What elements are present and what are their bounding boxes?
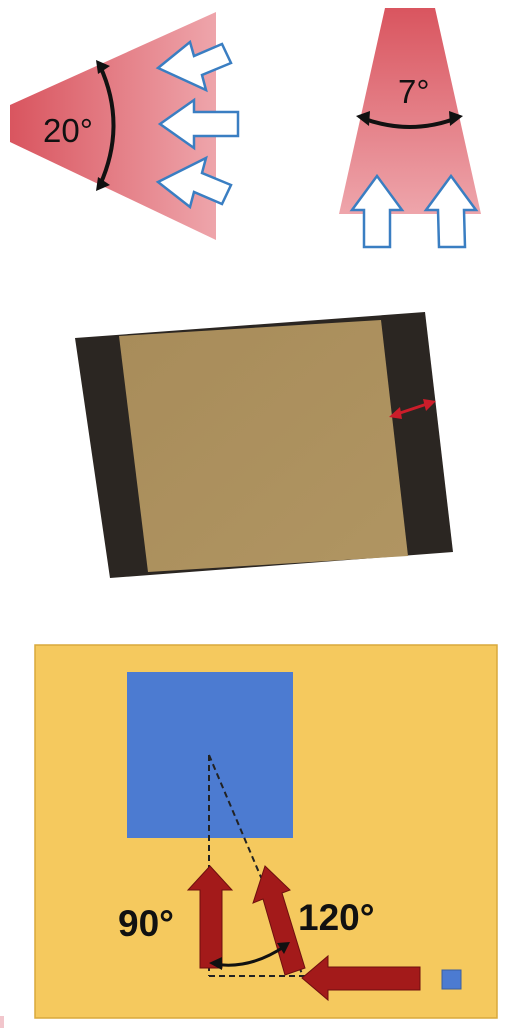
right-fan-angle-arc (361, 116, 458, 129)
outline-arrow-left-1 (155, 39, 233, 93)
outline-arrow-left-2 (157, 97, 240, 151)
board-angle-label-right: 120° (298, 897, 375, 938)
thickness-arrowhead-left (389, 407, 402, 419)
panel-diagram (75, 312, 453, 578)
outline-arrow-up-2 (423, 173, 479, 249)
left-fan-angle-arc (98, 65, 116, 186)
board-angle-label-left: 90° (118, 903, 174, 944)
outline-arrow-left-3 (155, 155, 233, 210)
right-arc-arrowhead-left (356, 111, 370, 126)
right-fan-angle-label: 7° (398, 73, 430, 110)
red-arrow-vertical (186, 865, 234, 969)
left-arc-arrowhead-bottom (96, 177, 110, 191)
left-fan-angle-label: 20° (43, 112, 93, 149)
board-arc-arrowhead-left (209, 957, 222, 970)
board-arc-arrowhead-right (277, 942, 290, 954)
right-fan-diagram: 7° (339, 8, 481, 249)
thickness-arrowhead-right (423, 399, 436, 411)
left-fan-diagram: 20° (10, 12, 240, 240)
board-diagram: 90° 120° (34, 644, 498, 1019)
corner-mark (0, 1016, 4, 1028)
right-arc-arrowhead-right (449, 111, 463, 126)
left-arc-arrowhead-top (96, 60, 110, 74)
outline-arrow-up-1 (349, 173, 405, 249)
small-blue-square (441, 969, 462, 990)
panel-face (119, 320, 408, 572)
red-arrow-horizontal (301, 954, 421, 1002)
thickness-dimension-line (396, 402, 428, 416)
red-arrow-diagonal (252, 865, 306, 976)
right-fan-shape (339, 8, 481, 214)
